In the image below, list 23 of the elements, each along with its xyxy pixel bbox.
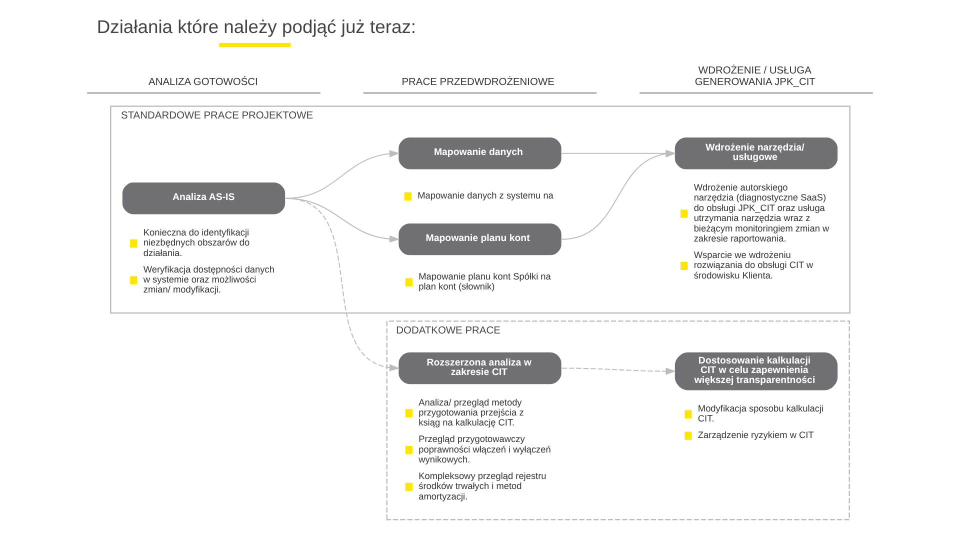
node-label: Mapowanie danych z systemu na bbox=[418, 190, 554, 201]
label: ANALIZA GOTOWOŚCI bbox=[148, 76, 258, 88]
arrow bbox=[286, 198, 400, 372]
node-box: Analiza AS-IS bbox=[122, 182, 286, 214]
node-label: Analiza/ przegląd metody przygotowania przejścia z ksiąg na kalkulację CIT. bbox=[418, 397, 524, 428]
node-label: Mapowanie planu kont Spółki na plan kont (słownik) bbox=[418, 271, 551, 292]
node-label: Wdrożenie autorskiego narzędzia (diagnostyczne SaaS) do obsługi JPK_CIT oraz usługa utrzymania narzędzia wraz z bieżącym monitoringiem zmian w zakresie raportowania. bbox=[694, 182, 830, 244]
node-box: Dostosowanie kalkulacji CIT w celu zapewnienia większej transparentności bbox=[674, 352, 838, 390]
node-label: Weryfikacja dostępności danych w systemie oraz możliwości zmian/ modyfikacji. bbox=[143, 264, 274, 295]
node-label: Zarządzenie ryzykiem w CIT bbox=[698, 430, 814, 440]
node-label: Wsparcie we wdrożeniu rozwiązania do obsługi CIT w środowisku Klienta. bbox=[694, 250, 814, 280]
node-box: Wdrożenie narzędzia/ usługowe bbox=[674, 138, 838, 170]
arrow bbox=[562, 368, 676, 375]
node-box: Rozszerzona analiza w zakresie CIT bbox=[398, 352, 562, 384]
label: PRACE PRZEDWDROŻENIOWE bbox=[402, 76, 554, 88]
node-box: Mapowanie planu kont bbox=[398, 223, 562, 256]
node-label: Kompleksowy przegląd rejestru środków trwałych i metod amortyzacji. bbox=[418, 470, 546, 502]
node-label: Modyfikacja sposobu kalkulacji CIT. bbox=[698, 403, 824, 424]
label: WDROŻENIE / USŁUGA GENEROWANIA JPK_CIT bbox=[694, 66, 816, 88]
node-box: Mapowanie danych bbox=[398, 138, 562, 170]
diagram-title: Działania które należy podjąć już teraz: bbox=[96, 16, 416, 38]
node-label: Konieczna do identyfikacji niezbędnych obszarów do działania. bbox=[143, 227, 250, 258]
node-label: Przegląd przygotowawczy poprawności włączeń i wyłączeń wynikowych. bbox=[418, 434, 551, 465]
